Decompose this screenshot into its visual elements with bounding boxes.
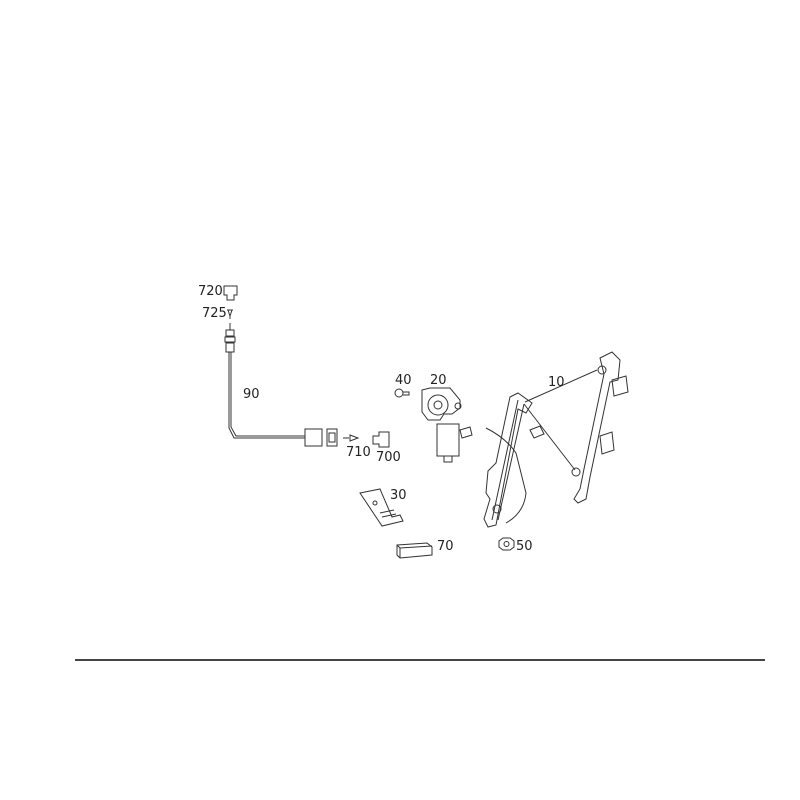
part-710-terminal <box>343 434 360 442</box>
label-30: 30 <box>390 488 407 503</box>
part-30-bracket <box>359 488 404 527</box>
part-720-connector-cap <box>223 285 238 301</box>
label-710: 710 <box>346 445 371 460</box>
part-70-block <box>396 542 433 559</box>
part-10-window-regulator <box>483 351 629 528</box>
divider-line <box>75 659 765 661</box>
label-70: 70 <box>437 539 454 554</box>
part-50-nut <box>498 537 515 551</box>
label-725: 725 <box>202 306 227 321</box>
label-720: 720 <box>198 284 223 299</box>
label-10: 10 <box>548 375 565 390</box>
label-40: 40 <box>395 373 412 388</box>
label-700: 700 <box>376 450 401 465</box>
label-90: 90 <box>243 387 260 402</box>
part-725-pin <box>227 309 233 319</box>
part-40-screw <box>394 388 410 398</box>
part-700-housing <box>372 431 390 448</box>
label-50: 50 <box>516 539 533 554</box>
label-20: 20 <box>430 373 447 388</box>
part-90-wiring-harness <box>224 323 338 447</box>
part-20-motor <box>421 387 473 463</box>
